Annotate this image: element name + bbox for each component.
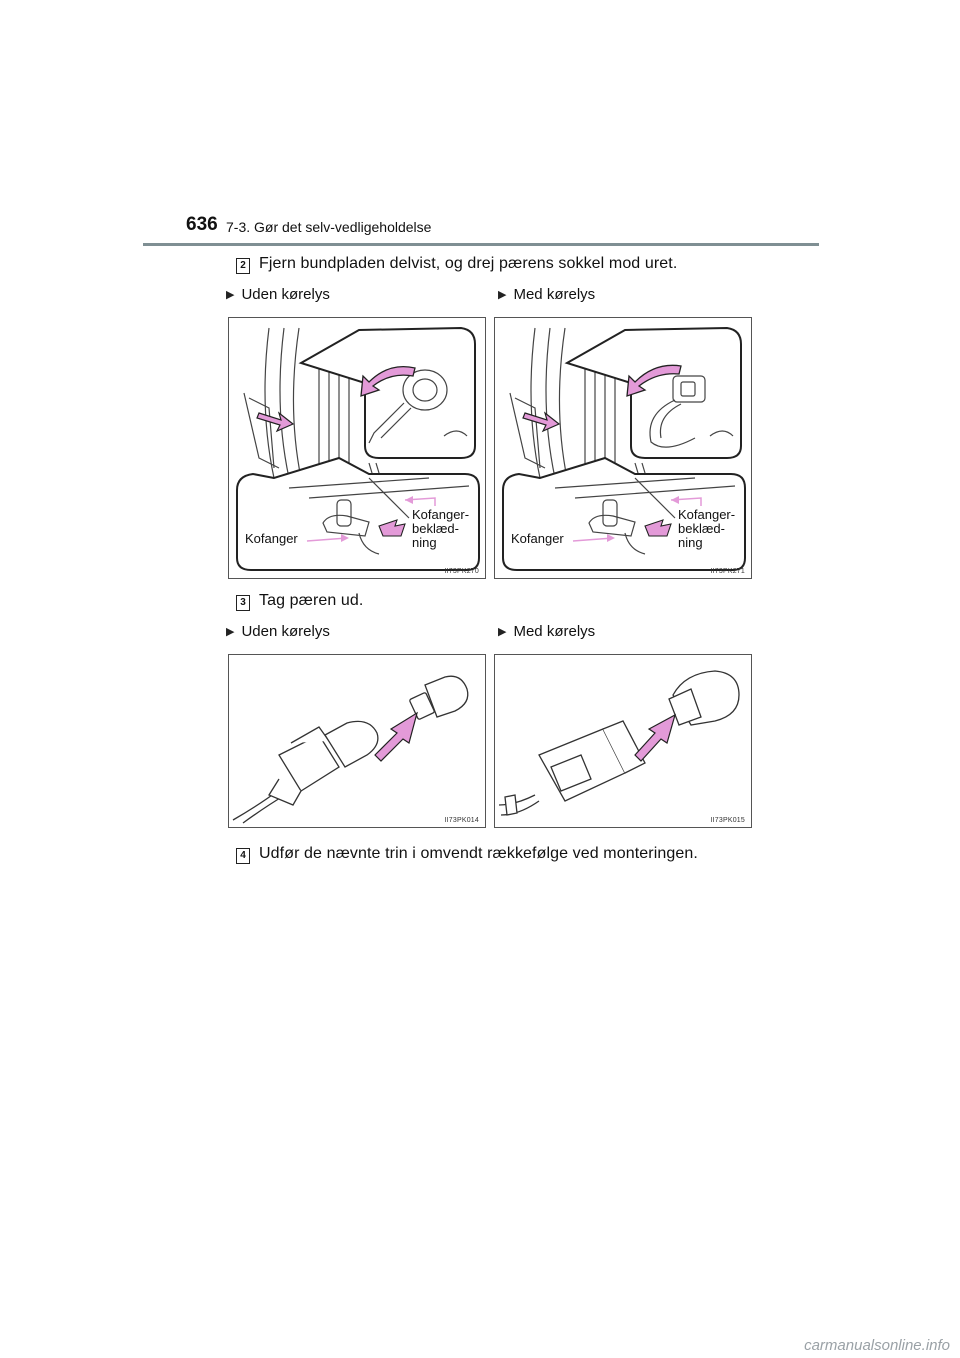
bulb-removal-illustration bbox=[232, 675, 469, 824]
figure-code: II73PK271 bbox=[710, 568, 745, 575]
figure-code: II73PK270 bbox=[444, 568, 479, 575]
header-rule bbox=[143, 243, 819, 246]
label-bumper-cover: Kofanger- beklæd- ning bbox=[412, 508, 469, 550]
step-2: 2 Fjern bundpladen delvist, og drej pære… bbox=[236, 255, 677, 274]
label-line: Kofanger- bbox=[412, 507, 470, 522]
fender-illustration bbox=[236, 326, 480, 571]
variant-text: Med kørelys bbox=[513, 286, 596, 303]
variant-label-left: ▶ Uden kørelys bbox=[226, 623, 330, 640]
variant-label-right: ▶ Med kørelys bbox=[498, 286, 595, 303]
variant-label-right: ▶ Med kørelys bbox=[498, 623, 595, 640]
label-bumper: Kofanger bbox=[511, 531, 564, 546]
figure-bulb-socket-without-light: Kofanger Kofanger- beklæd- ning II73PK27… bbox=[228, 317, 486, 579]
variant-text: Med kørelys bbox=[513, 623, 596, 640]
label-line: ning bbox=[678, 535, 703, 550]
variant-label-left: ▶ Uden kørelys bbox=[226, 286, 330, 303]
fender-illustration bbox=[502, 326, 746, 571]
step-text: Tag pæren ud. bbox=[259, 592, 364, 609]
bulb-removal-illustration bbox=[498, 670, 740, 816]
step-3: 3 Tag pæren ud. bbox=[236, 592, 363, 611]
variant-text: Uden kørelys bbox=[241, 623, 330, 640]
step-text: Udfør de nævnte trin i omvendt rækkefølg… bbox=[259, 845, 698, 862]
watermark: carmanualsonline.info bbox=[804, 1337, 950, 1354]
label-line: beklæd- bbox=[412, 521, 459, 536]
label-line: ning bbox=[412, 535, 437, 550]
section-title: 7-3. Gør det selv-vedligeholdelse bbox=[226, 219, 432, 235]
triangle-bullet-icon: ▶ bbox=[498, 626, 507, 638]
step-4: 4 Udfør de nævnte trin i omvendt rækkefø… bbox=[236, 845, 698, 864]
figure-code: II73PK015 bbox=[710, 817, 745, 824]
label-line: beklæd- bbox=[678, 521, 725, 536]
step-number: 2 bbox=[236, 258, 250, 274]
label-line: Kofanger- bbox=[678, 507, 736, 522]
triangle-bullet-icon: ▶ bbox=[226, 626, 235, 638]
label-bumper: Kofanger bbox=[245, 531, 298, 546]
step-number: 3 bbox=[236, 595, 250, 611]
triangle-bullet-icon: ▶ bbox=[226, 289, 235, 301]
page-number: 636 bbox=[186, 214, 218, 235]
figure-bulb-socket-with-light: Kofanger Kofanger- beklæd- ning II73PK27… bbox=[494, 317, 752, 579]
step-number: 4 bbox=[236, 848, 250, 864]
triangle-bullet-icon: ▶ bbox=[498, 289, 507, 301]
step-text: Fjern bundpladen delvist, og drej pærens… bbox=[259, 255, 678, 272]
label-bumper-cover: Kofanger- beklæd- ning bbox=[678, 508, 735, 550]
figure-bulb-removal-with-light: II73PK015 bbox=[494, 654, 752, 828]
variant-text: Uden kørelys bbox=[241, 286, 330, 303]
figure-bulb-removal-without-light: II73PK014 bbox=[228, 654, 486, 828]
figure-code: II73PK014 bbox=[444, 817, 479, 824]
